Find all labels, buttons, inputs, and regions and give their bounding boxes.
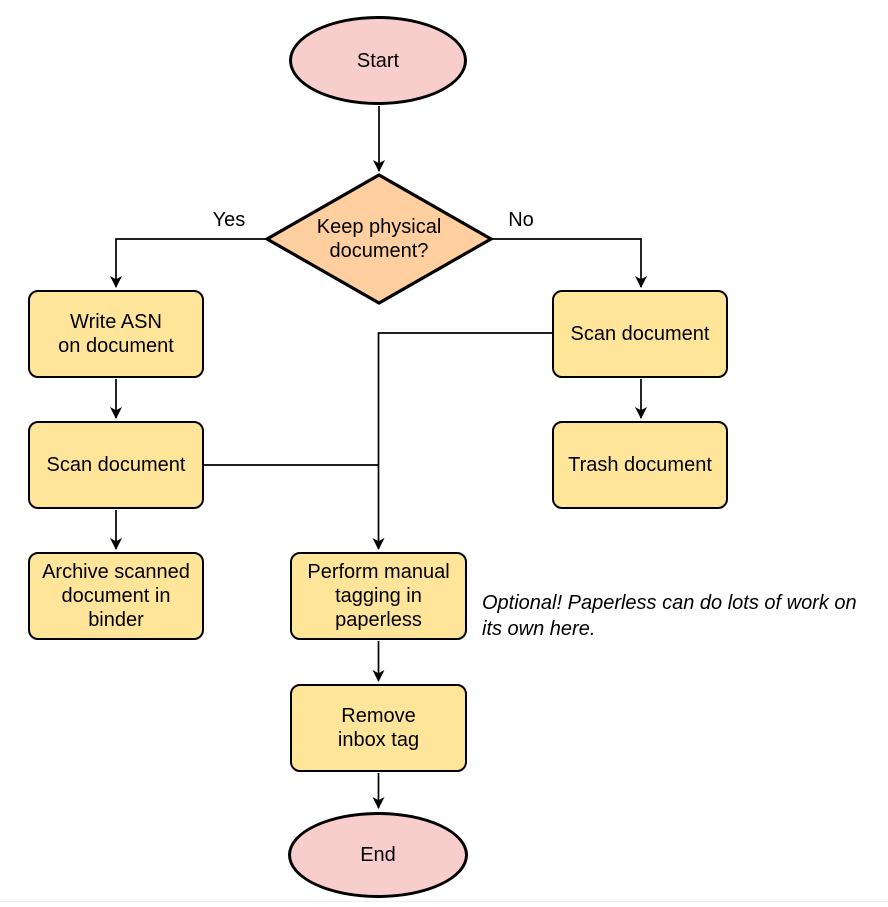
decision-diamond-shape	[263, 173, 495, 305]
edge-label-yes: Yes	[212, 209, 246, 231]
process-write-asn: Write ASN on document	[28, 290, 204, 378]
edge-label-no: No	[508, 209, 534, 231]
decision-node-label: Keep physical document?	[316, 216, 442, 262]
process-scan-document-right: Scan document	[552, 290, 728, 378]
end-node: End	[288, 812, 468, 898]
edge-decision-yes-to-write-asn	[110, 238, 266, 288]
start-node: Start	[289, 16, 467, 105]
process-trash-document: Trash document	[552, 421, 728, 509]
process-scan-document-left: Scan document	[28, 421, 204, 509]
optional-note: Optional! Paperless can do lots of work …	[482, 592, 857, 640]
process-archive-scanned: Archive scanned document in binder	[28, 552, 204, 640]
edge-scan-right-to-tagging	[372, 332, 552, 550]
page-bottom-divider	[0, 901, 888, 902]
process-remove-inbox-tag: Remove inbox tag	[290, 684, 467, 772]
process-manual-tagging: Perform manual tagging in paperless	[290, 552, 467, 640]
edge-decision-no-to-scan-right	[492, 238, 647, 288]
